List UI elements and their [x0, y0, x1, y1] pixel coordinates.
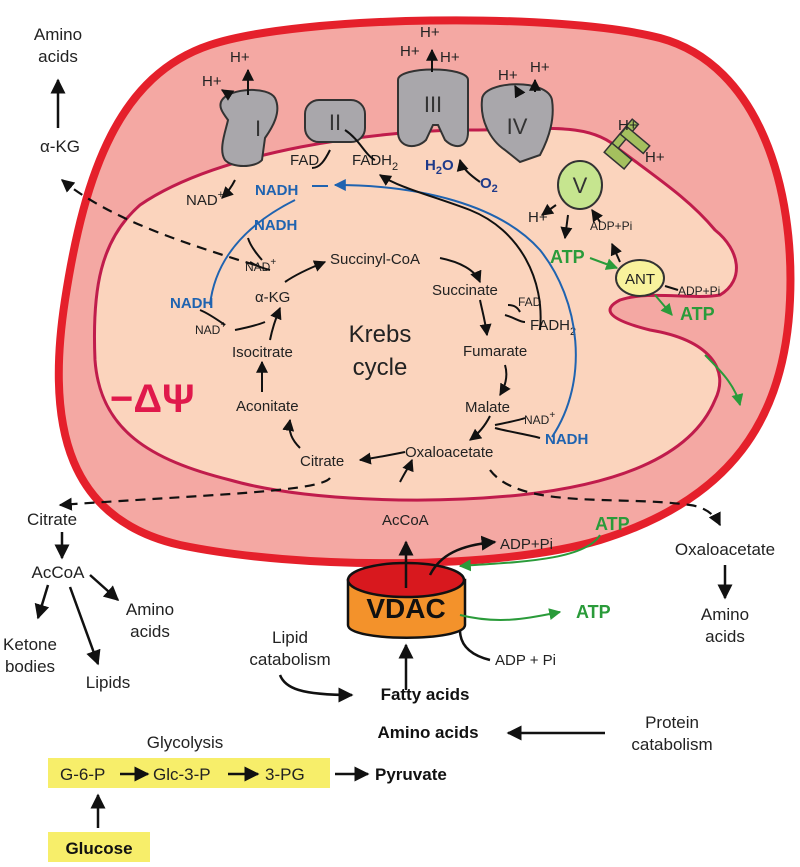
- amino-acids-oaa-2: acids: [705, 627, 745, 646]
- atp-synthesis-area: ADP+Pi ATP ANT ADP+Pi ATP: [550, 209, 744, 407]
- proton-arrows: [220, 48, 557, 216]
- export-dashed-arrows: [58, 179, 721, 527]
- isocitrate-label: Isocitrate: [232, 344, 293, 361]
- glycolysis-label: Glycolysis: [147, 733, 224, 752]
- alpha-kg-krebs-label: α-KG: [255, 289, 290, 306]
- amino-acids-bold: Amino acids: [377, 723, 478, 742]
- complex-V: V: [557, 118, 651, 210]
- h-plus: H+: [645, 149, 665, 166]
- o2-label: O2: [480, 175, 498, 195]
- adp-pi-label: ADP+Pi: [590, 219, 632, 233]
- nadh-label-malate: NADH: [545, 431, 588, 448]
- inner-membrane-matrix: [92, 126, 738, 502]
- complex-III-label: III: [424, 92, 442, 117]
- citrate-outside: Citrate: [27, 510, 77, 529]
- etc-labels: FAD FADH2 NAD+ NADH H2O O2: [186, 152, 498, 209]
- complex-III: III: [397, 68, 469, 148]
- malate-label: Malate: [465, 399, 510, 416]
- h-plus: H+: [530, 59, 550, 76]
- complex-V-label: V: [573, 173, 588, 198]
- atp-label: ATP: [550, 247, 585, 267]
- krebs-title: Krebs: [349, 321, 412, 348]
- amino-acids-label-2: acids: [38, 47, 78, 66]
- complex-II: II: [304, 99, 366, 143]
- glucose-box: [48, 832, 150, 862]
- nad-plus-label: NAD+: [186, 189, 224, 209]
- nadh-label-etc: NADH: [255, 182, 298, 199]
- lipids-label: Lipids: [86, 673, 130, 692]
- aconitate-label: Aconitate: [236, 398, 299, 415]
- citrate-label: Citrate: [300, 453, 344, 470]
- etc-arrows: [221, 129, 481, 199]
- glucose-label: Glucose: [65, 839, 132, 858]
- nadh-label-akg: NADH: [254, 217, 297, 234]
- nad-plus-malate: NAD+: [524, 410, 555, 427]
- amino-acids-citrate: Amino: [126, 600, 174, 619]
- h-plus: H+: [420, 24, 440, 41]
- glc3p-label: Glc-3-P: [153, 765, 211, 784]
- nad-plus-iso: NAD+: [195, 320, 226, 337]
- ketone-bodies: Ketone: [3, 635, 57, 654]
- pg3-label: 3-PG: [265, 765, 305, 784]
- h-plus: H+: [528, 209, 548, 226]
- complex-I: I: [219, 88, 279, 167]
- amino-acids-citrate-2: acids: [130, 622, 170, 641]
- amino-acids-oaa: Amino: [701, 605, 749, 624]
- h-plus: H+: [230, 49, 250, 66]
- complex-II-label: II: [329, 110, 341, 135]
- pyruvate-label: Pyruvate: [375, 765, 447, 784]
- fad-small-label: FAD: [518, 295, 542, 309]
- ant-transporter: [615, 259, 665, 297]
- lipid-catabolism: Lipid: [272, 628, 308, 647]
- complex-IV: IV: [480, 83, 554, 164]
- h-plus: H+: [440, 49, 460, 66]
- fadh2-label: FADH2: [352, 152, 398, 173]
- alpha-kg-outside: α-KG: [40, 137, 80, 156]
- vdac-channel: VDAC ADP+Pi ATP ATP ADP + Pi: [346, 514, 630, 690]
- succinate-label: Succinate: [432, 282, 498, 299]
- adp-pi-vdac-top: ADP+Pi: [500, 536, 553, 553]
- membrane-potential-label: −ΔΨ: [110, 377, 194, 421]
- oxaloacetate-outside: Oxaloacetate: [675, 540, 775, 559]
- ketone-bodies-2: bodies: [5, 657, 55, 676]
- adp-pi-label-2: ADP+Pi: [678, 284, 720, 298]
- fatty-acids: Fatty acids: [381, 685, 470, 704]
- h-plus: H+: [498, 67, 518, 84]
- h2o-label: H2O: [425, 157, 454, 177]
- complex-IV-label: IV: [507, 114, 528, 139]
- fumarate-label: Fumarate: [463, 343, 527, 360]
- left-top-pathway: Amino acids α-KG: [34, 25, 82, 156]
- glycolysis-pathway: Glycolysis G-6-P Glc-3-P 3-PG Pyruvate G…: [48, 733, 447, 862]
- protein-catabolism-2: catabolism: [631, 735, 712, 754]
- oxaloacetate-label: Oxaloacetate: [405, 444, 493, 461]
- h-plus: H+: [202, 73, 222, 90]
- fad-label: FAD: [290, 152, 319, 169]
- protein-catabolism: Protein: [645, 713, 699, 732]
- vdac-label: VDAC: [366, 593, 445, 624]
- adp-pi-vdac-bottom: ADP + Pi: [495, 652, 556, 669]
- citrate-export-pathway: Citrate AcCoA Ketone bodies Lipids Amino…: [3, 510, 174, 692]
- succinyl-coa-label: Succinyl-CoA: [330, 251, 420, 268]
- oxaloacetate-export-pathway: Oxaloacetate Amino acids: [675, 540, 775, 646]
- h-plus: H+: [618, 117, 638, 134]
- krebs-title-2: cycle: [353, 354, 408, 381]
- accoa-outside: AcCoA: [32, 563, 86, 582]
- amino-acids-label: Amino: [34, 25, 82, 44]
- atp-vdac-right: ATP: [576, 602, 611, 622]
- atp-label-2: ATP: [680, 304, 715, 324]
- nadh-label-iso: NADH: [170, 295, 213, 312]
- complex-I-label: I: [255, 116, 261, 141]
- atp-vdac-top: ATP: [595, 514, 630, 534]
- fuel-inputs: Lipid catabolism Fatty acids Amino acids…: [249, 628, 712, 754]
- glycolysis-box: [48, 758, 330, 788]
- accoa-label: AcCoA: [382, 512, 429, 529]
- ant-label: ANT: [625, 271, 655, 288]
- lipid-catabolism-2: catabolism: [249, 650, 330, 669]
- g6p-label: G-6-P: [60, 765, 105, 784]
- h-plus: H+: [400, 43, 420, 60]
